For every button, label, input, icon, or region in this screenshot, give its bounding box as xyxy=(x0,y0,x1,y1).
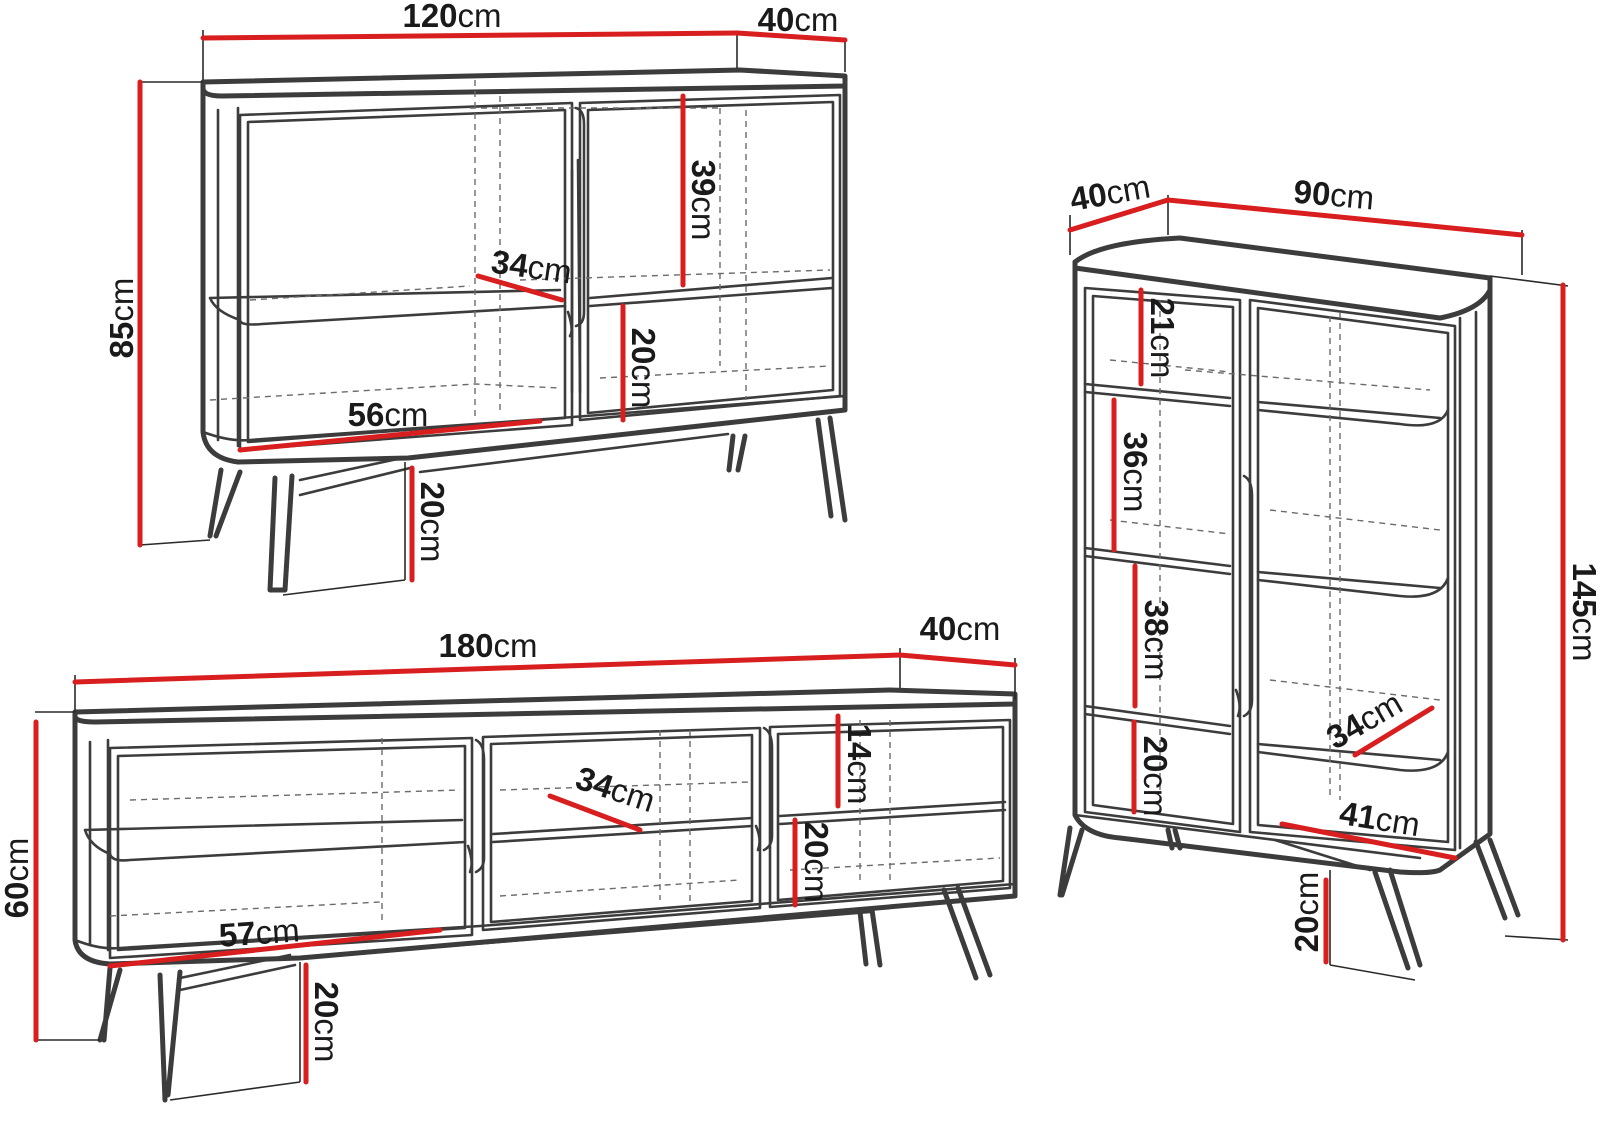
tv-stand-shelf-depth-line xyxy=(547,793,643,833)
sideboard-depth-line xyxy=(734,30,848,43)
display-cabinet-depth-line xyxy=(1067,197,1171,233)
display-cabinet-shelf-3-label: 38cm xyxy=(1138,600,1175,681)
tv-stand-depth-line xyxy=(897,652,1018,668)
display-cabinet-inner-width-line xyxy=(1279,821,1458,861)
tv-stand-width-label: 180cm xyxy=(438,627,537,664)
display-cabinet-width-label: 90cm xyxy=(1292,173,1376,217)
display-cabinet-width-line xyxy=(1165,197,1525,238)
display-cabinet-shelf-depth-line xyxy=(1352,705,1435,758)
display-cabinet-drawing: 40cm 90cm 145cm 21cm 36cm 38cm 20cm 34cm… xyxy=(1057,167,1600,981)
tv-stand-drawing: 180cm 40cm 60cm 34cm 14cm 20cm 57cm 20cm xyxy=(0,610,1018,1103)
tv-stand-lower-space-label: 20cm xyxy=(798,822,835,903)
display-cabinet-height-label: 145cm xyxy=(1566,562,1600,661)
sideboard-width-label: 120cm xyxy=(402,0,501,34)
tv-stand-width-line xyxy=(72,652,903,685)
tv-stand-inner-width-line xyxy=(107,927,443,969)
tv-stand-depth-label: 40cm xyxy=(920,610,1001,647)
sideboard-leg-height-label: 20cm xyxy=(414,482,451,563)
tv-stand-inner-width-label: 57cm xyxy=(218,911,301,954)
tv-stand-leg-height-label: 20cm xyxy=(308,982,345,1063)
tv-stand-height-label: 60cm xyxy=(0,838,35,919)
display-cabinet-shelf-4-label: 20cm xyxy=(1137,736,1174,817)
sideboard-shelf-depth-label: 34cm xyxy=(489,243,574,291)
sideboard-inner-width-line xyxy=(237,418,543,453)
sideboard-shelf-depth-line xyxy=(475,273,565,303)
sideboard-height-label: 85cm xyxy=(103,278,140,359)
display-cabinet-leg-height-label: 20cm xyxy=(1288,872,1325,953)
sideboard-inner-width-label: 56cm xyxy=(348,396,429,433)
sideboard-width-line xyxy=(200,30,740,41)
tv-stand-upper-space-label: 14cm xyxy=(841,724,878,805)
sideboard-lower-shelf-label: 20cm xyxy=(625,328,662,409)
display-cabinet-inner-width-label: 41cm xyxy=(1337,794,1423,843)
sideboard-depth-label: 40cm xyxy=(758,1,839,38)
display-cabinet-depth-label: 40cm xyxy=(1067,167,1153,217)
display-cabinet-shelf-depth-label: 34cm xyxy=(1320,684,1408,756)
sideboard-upper-shelf-label: 39cm xyxy=(685,160,722,241)
display-cabinet-shelf-1-label: 21cm xyxy=(1144,298,1181,379)
display-cabinet-shelf-2-label: 36cm xyxy=(1117,432,1154,513)
sideboard-drawing: 120cm 40cm 85cm 39cm 34cm 20cm 56cm 20cm xyxy=(103,0,848,596)
